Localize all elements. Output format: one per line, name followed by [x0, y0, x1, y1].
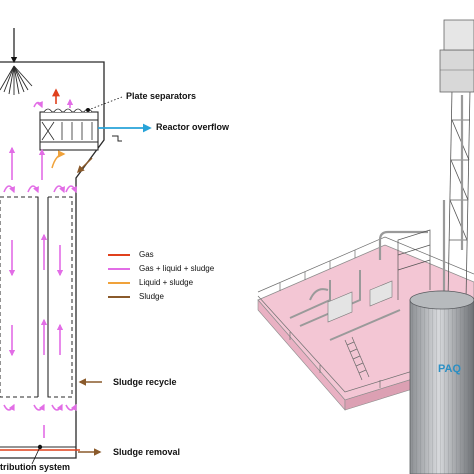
plate-separators-dot	[86, 108, 90, 112]
legend-item-gas: Gas	[108, 250, 258, 260]
plant-rendering: PAQ	[258, 20, 474, 474]
liquid-sludge-arrow	[52, 154, 64, 168]
spray-nozzle-icon	[0, 66, 32, 95]
legend-swatch	[108, 254, 130, 256]
legend-swatch	[108, 282, 130, 284]
sludge-removal-label: Sludge removal	[113, 448, 180, 457]
plate-separators-label: Plate separators	[126, 92, 196, 101]
legend-item-gas-liquid-sludge: Gas + liquid + sludge	[108, 264, 258, 274]
legend-label: Gas	[139, 250, 154, 259]
overflow-weir	[112, 136, 122, 141]
legend-item-liquid-sludge: Liquid + sludge	[108, 278, 258, 288]
sludge-flow-arrows	[78, 158, 102, 452]
plate-separators-leader	[88, 97, 122, 110]
legend-label: Gas + liquid + sludge	[139, 264, 214, 273]
legend-label: Sludge	[139, 292, 164, 301]
riser-walls	[38, 197, 48, 397]
legend-item-sludge: Sludge	[108, 292, 258, 302]
legend-swatch	[108, 296, 130, 298]
tank-body: PAQ	[410, 291, 474, 474]
riser-tubes	[0, 197, 72, 397]
tank-logo: PAQ	[438, 363, 461, 375]
legend-swatch	[108, 268, 130, 270]
legend-label: Liquid + sludge	[139, 278, 193, 287]
distribution-system-label: tribution system	[0, 463, 70, 472]
plate-separator-box	[40, 109, 98, 150]
reactor-schematic	[0, 28, 104, 458]
reactor-overflow-label: Reactor overflow	[156, 123, 229, 132]
mixed-flow-arrows	[4, 100, 76, 438]
sludge-recycle-label: Sludge recycle	[113, 378, 177, 387]
